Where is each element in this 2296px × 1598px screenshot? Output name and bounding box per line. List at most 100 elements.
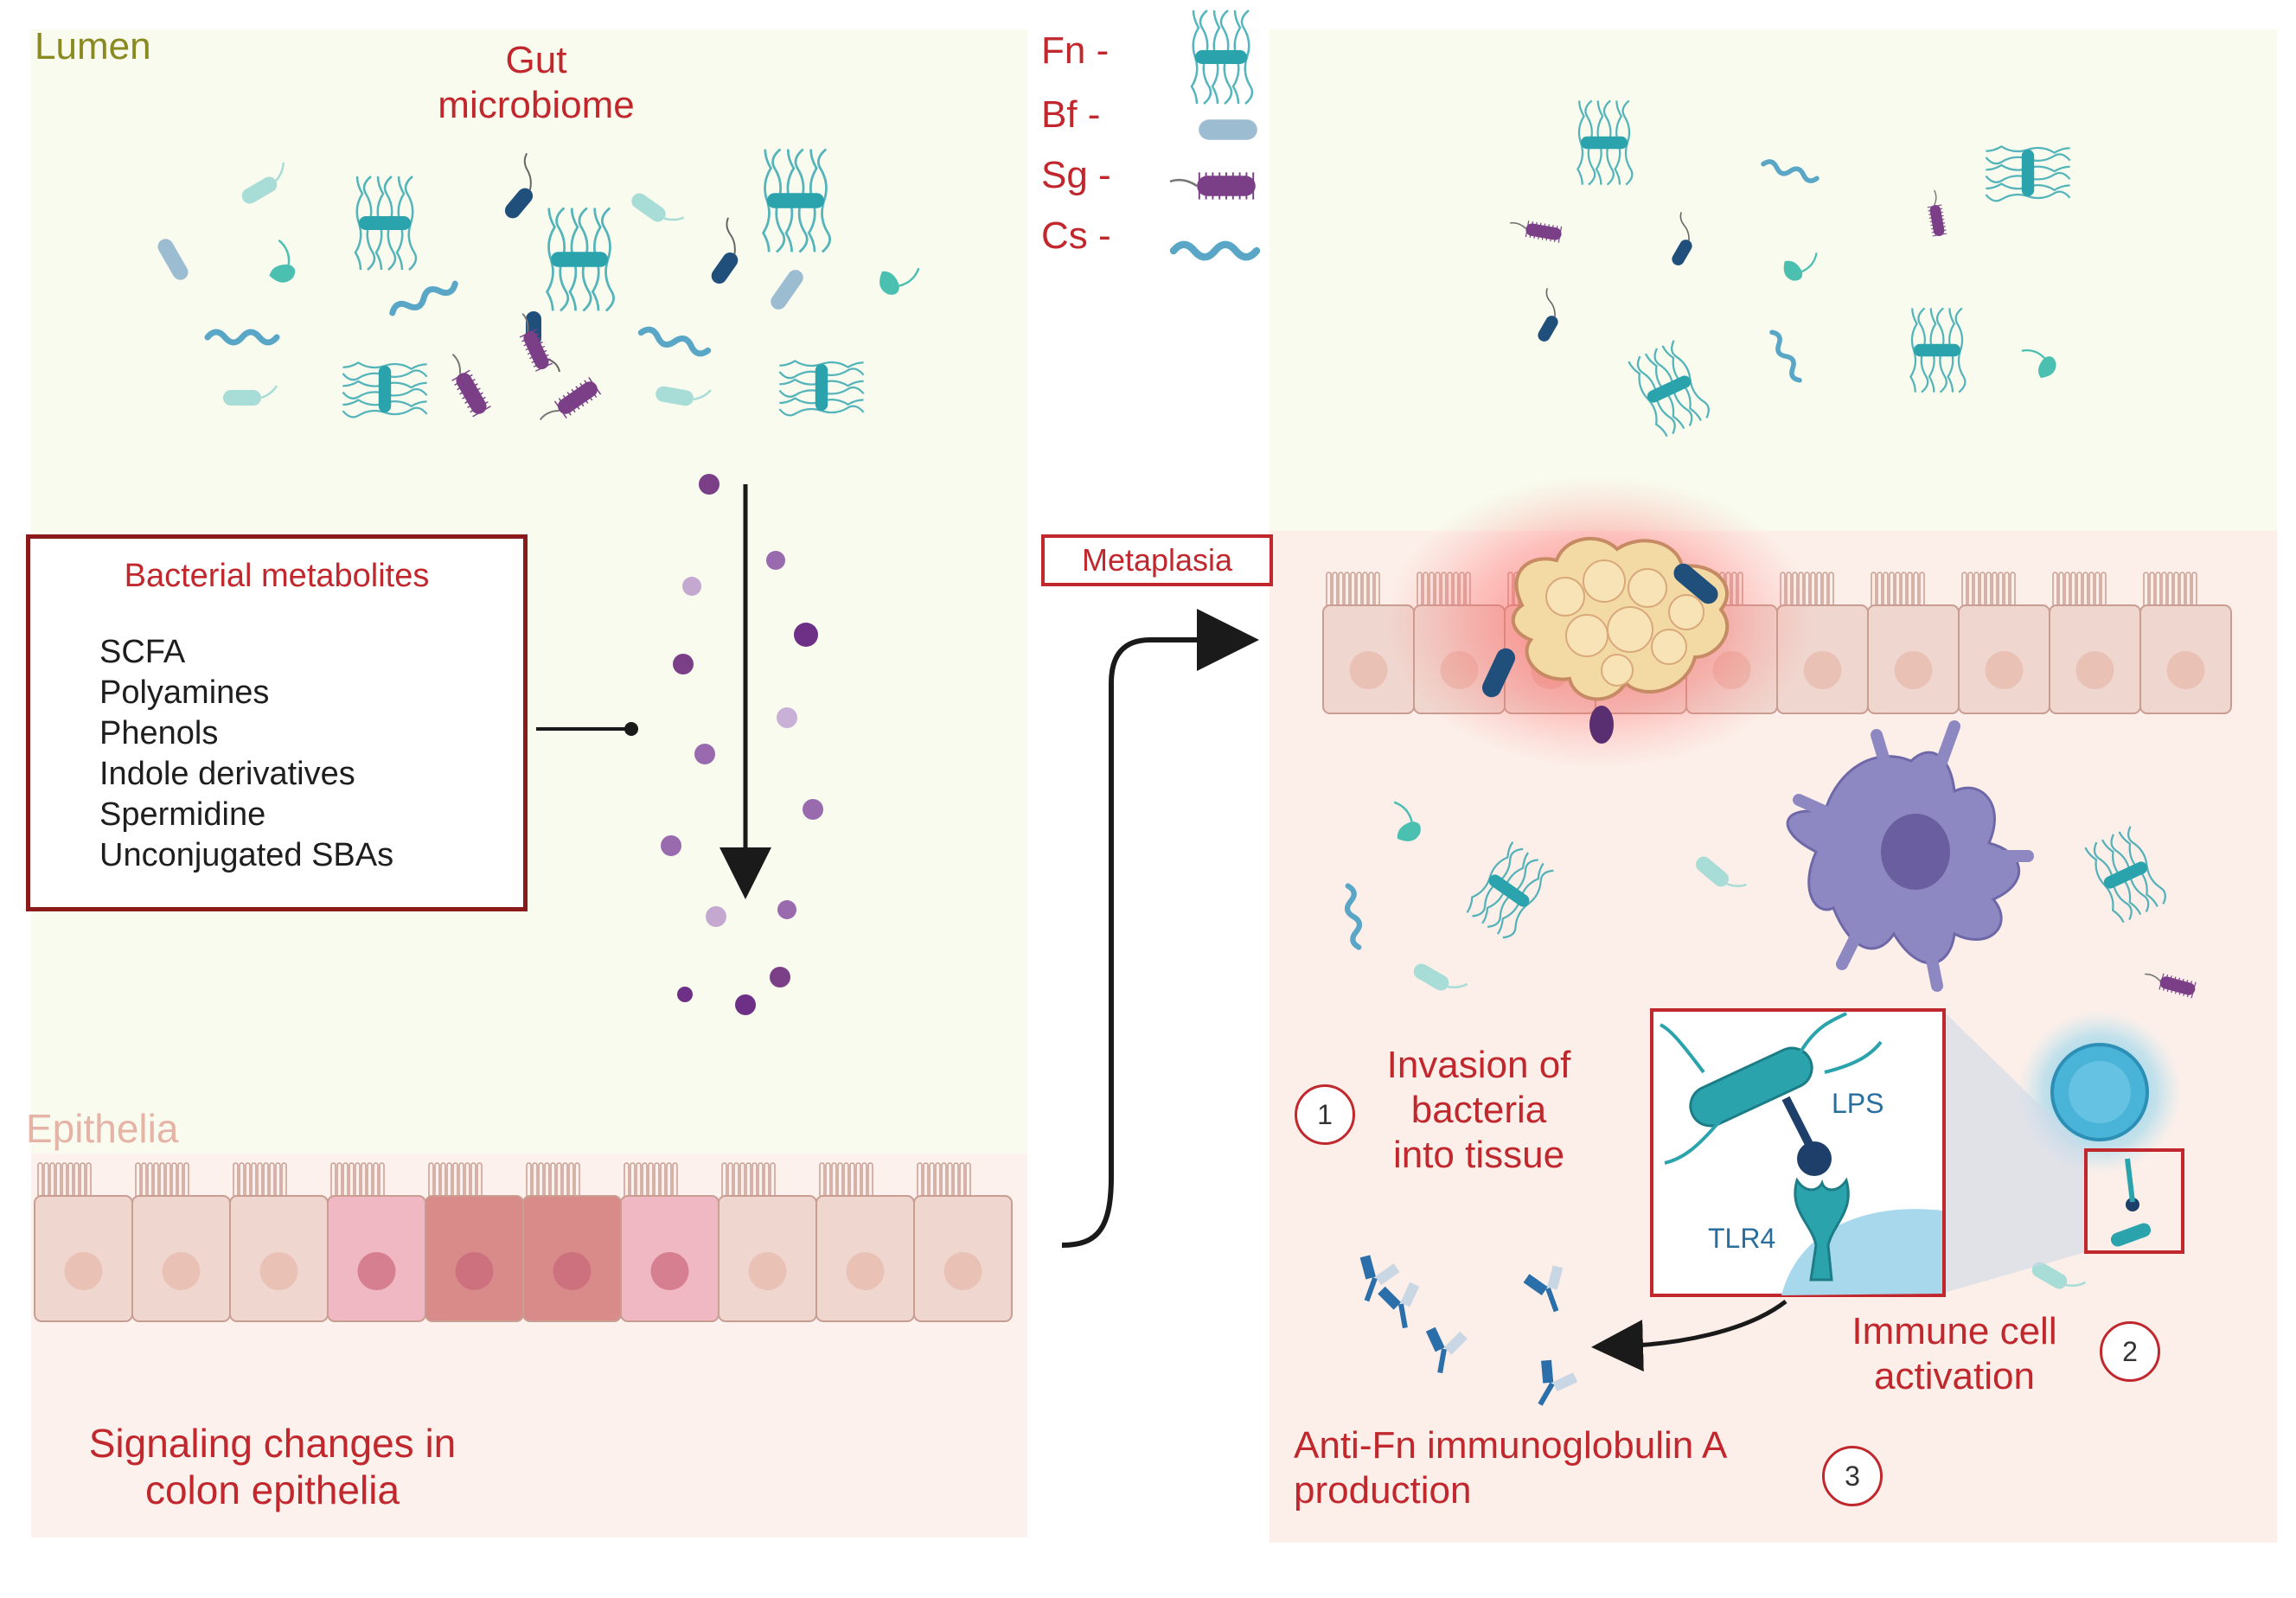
fn-bacterium — [1985, 145, 2071, 202]
zoom-source-box — [2084, 1148, 2184, 1254]
metabolite-dot — [766, 551, 785, 570]
metabolite-item: Unconjugated SBAs — [99, 837, 394, 873]
sg-bacterium — [519, 313, 553, 372]
legend-bf-label: Bf - — [1041, 93, 1101, 136]
inset-bacterium — [1689, 1046, 1813, 1128]
step-2-badge: 2 — [2100, 1321, 2160, 1382]
metabolite-dot — [770, 967, 790, 988]
microbiome-title: Gut microbiome — [438, 39, 635, 126]
fn-bacterium — [1577, 99, 1634, 186]
sm-bacterium — [504, 152, 534, 219]
fn-bacterium — [2084, 826, 2166, 924]
antibody — [1425, 1326, 1468, 1374]
metabolites-box: Bacterial metabolites SCFA Polyamines Ph… — [26, 534, 528, 911]
metaplasia-label: Metaplasia — [1041, 534, 1273, 586]
tlr4-label: TLR4 — [1708, 1223, 1776, 1254]
pale-bacterium — [2031, 1262, 2087, 1289]
jelly-bacterium — [879, 267, 920, 295]
sg-bacterium — [451, 353, 491, 418]
lps-label: LPS — [1832, 1088, 1884, 1119]
invading-bacteria — [1344, 801, 2197, 1289]
lps-bead — [1797, 1141, 1832, 1176]
sm-bacterium — [711, 217, 739, 284]
epithelial-cell — [913, 1162, 1013, 1322]
fn-bacterium — [1909, 307, 1967, 393]
step-1-text: Invasion of bacteria into tissue — [1386, 1044, 1571, 1176]
metabolite-dot — [803, 799, 823, 820]
jelly-bacterium — [2021, 349, 2056, 379]
metabolite-dot — [735, 994, 756, 1015]
sg-bacterium — [2145, 973, 2197, 999]
tumor-bacterium-left — [1481, 648, 1516, 698]
legend-cs-label: Cs - — [1041, 214, 1111, 257]
tumor-bacterium-right — [1673, 563, 1718, 604]
epithelial-cell — [425, 1162, 524, 1322]
step-2-text: Immune cell activation — [1852, 1310, 2057, 1397]
epithelial-cell — [1958, 572, 2050, 714]
metabolite-item: SCFA — [99, 634, 186, 670]
metabolite-dot — [706, 906, 726, 927]
sg-bacterium — [1510, 221, 1563, 243]
legend-sg-label: Sg - — [1041, 154, 1111, 196]
fn-bacterium — [1466, 841, 1554, 939]
step-3-badge: 3 — [1822, 1446, 1883, 1506]
antibody — [1523, 1265, 1564, 1313]
fn-bacterium — [545, 207, 615, 312]
cs-bacterium — [389, 280, 458, 316]
fn-bacterium — [342, 361, 428, 419]
epithelial-cell — [34, 1162, 133, 1322]
cs-bacterium — [204, 329, 280, 346]
fn-bacterium — [1190, 10, 1254, 105]
sg-bacterium — [1927, 189, 1947, 237]
iga-antibodies — [1359, 1255, 1578, 1406]
epithelial-cell — [522, 1162, 622, 1322]
fn-bacterium — [1628, 340, 1710, 438]
epithelial-cell — [2139, 572, 2232, 714]
step-3-text: Anti-Fn immunoglobulin A production — [1294, 1424, 1728, 1512]
epithelial-cell — [229, 1162, 329, 1322]
metabolites-list: SCFA Polyamines Phenols Indole derivativ… — [99, 632, 393, 876]
cs-bacterium — [1344, 883, 1363, 950]
cs-bacterium — [637, 326, 712, 357]
epithelial-cell — [131, 1162, 231, 1322]
bf-bacterium — [1199, 119, 1257, 140]
epithelia-label: Epithelia — [26, 1106, 179, 1151]
metabolite-dot — [794, 623, 818, 647]
metabolite-item: Phenols — [99, 715, 219, 751]
tumor-bacterium-purple — [1589, 706, 1614, 744]
legend-fn-label: Fn - — [1041, 29, 1110, 72]
right-lumen-background — [1270, 29, 2277, 531]
step-1-badge: 1 — [1295, 1084, 1355, 1145]
metabolite-dot — [777, 707, 797, 728]
pale-bacterium — [223, 385, 278, 406]
pale-bacterium — [656, 386, 712, 406]
metabolite-item: Polyamines — [99, 674, 270, 711]
gut-microbiome-bacteria — [157, 148, 920, 421]
lumen-label: Lumen — [35, 25, 151, 67]
pale-bacterium — [1696, 856, 1748, 887]
metabolite-dot — [661, 835, 681, 856]
epithelial-cell — [620, 1162, 719, 1322]
antibody — [1359, 1255, 1400, 1302]
epithelial-cell — [1867, 572, 1960, 714]
antibody — [1538, 1359, 1578, 1406]
cs-bacterium — [1169, 240, 1261, 261]
fn-bacterium — [354, 176, 418, 271]
fn-bacterium — [761, 148, 831, 253]
metabolite-dot — [699, 474, 719, 495]
metabolite-dot — [677, 987, 693, 1002]
epithelial-cell — [327, 1162, 426, 1322]
metabolite-dot — [777, 900, 796, 919]
metabolites-title: Bacterial metabolites — [124, 558, 430, 594]
cs-bacterium — [1761, 159, 1820, 183]
zoom-wedge — [1944, 1012, 2086, 1293]
metabolite-item: Indole derivatives — [99, 756, 355, 792]
metabolite-dot — [673, 654, 694, 674]
right-lumen-bacteria — [1510, 99, 2071, 438]
metabolite-dots — [661, 474, 823, 1015]
jelly-bacterium — [1393, 801, 1421, 841]
fn-bacterium — [778, 360, 865, 417]
cs-bacterium — [1769, 329, 1802, 383]
